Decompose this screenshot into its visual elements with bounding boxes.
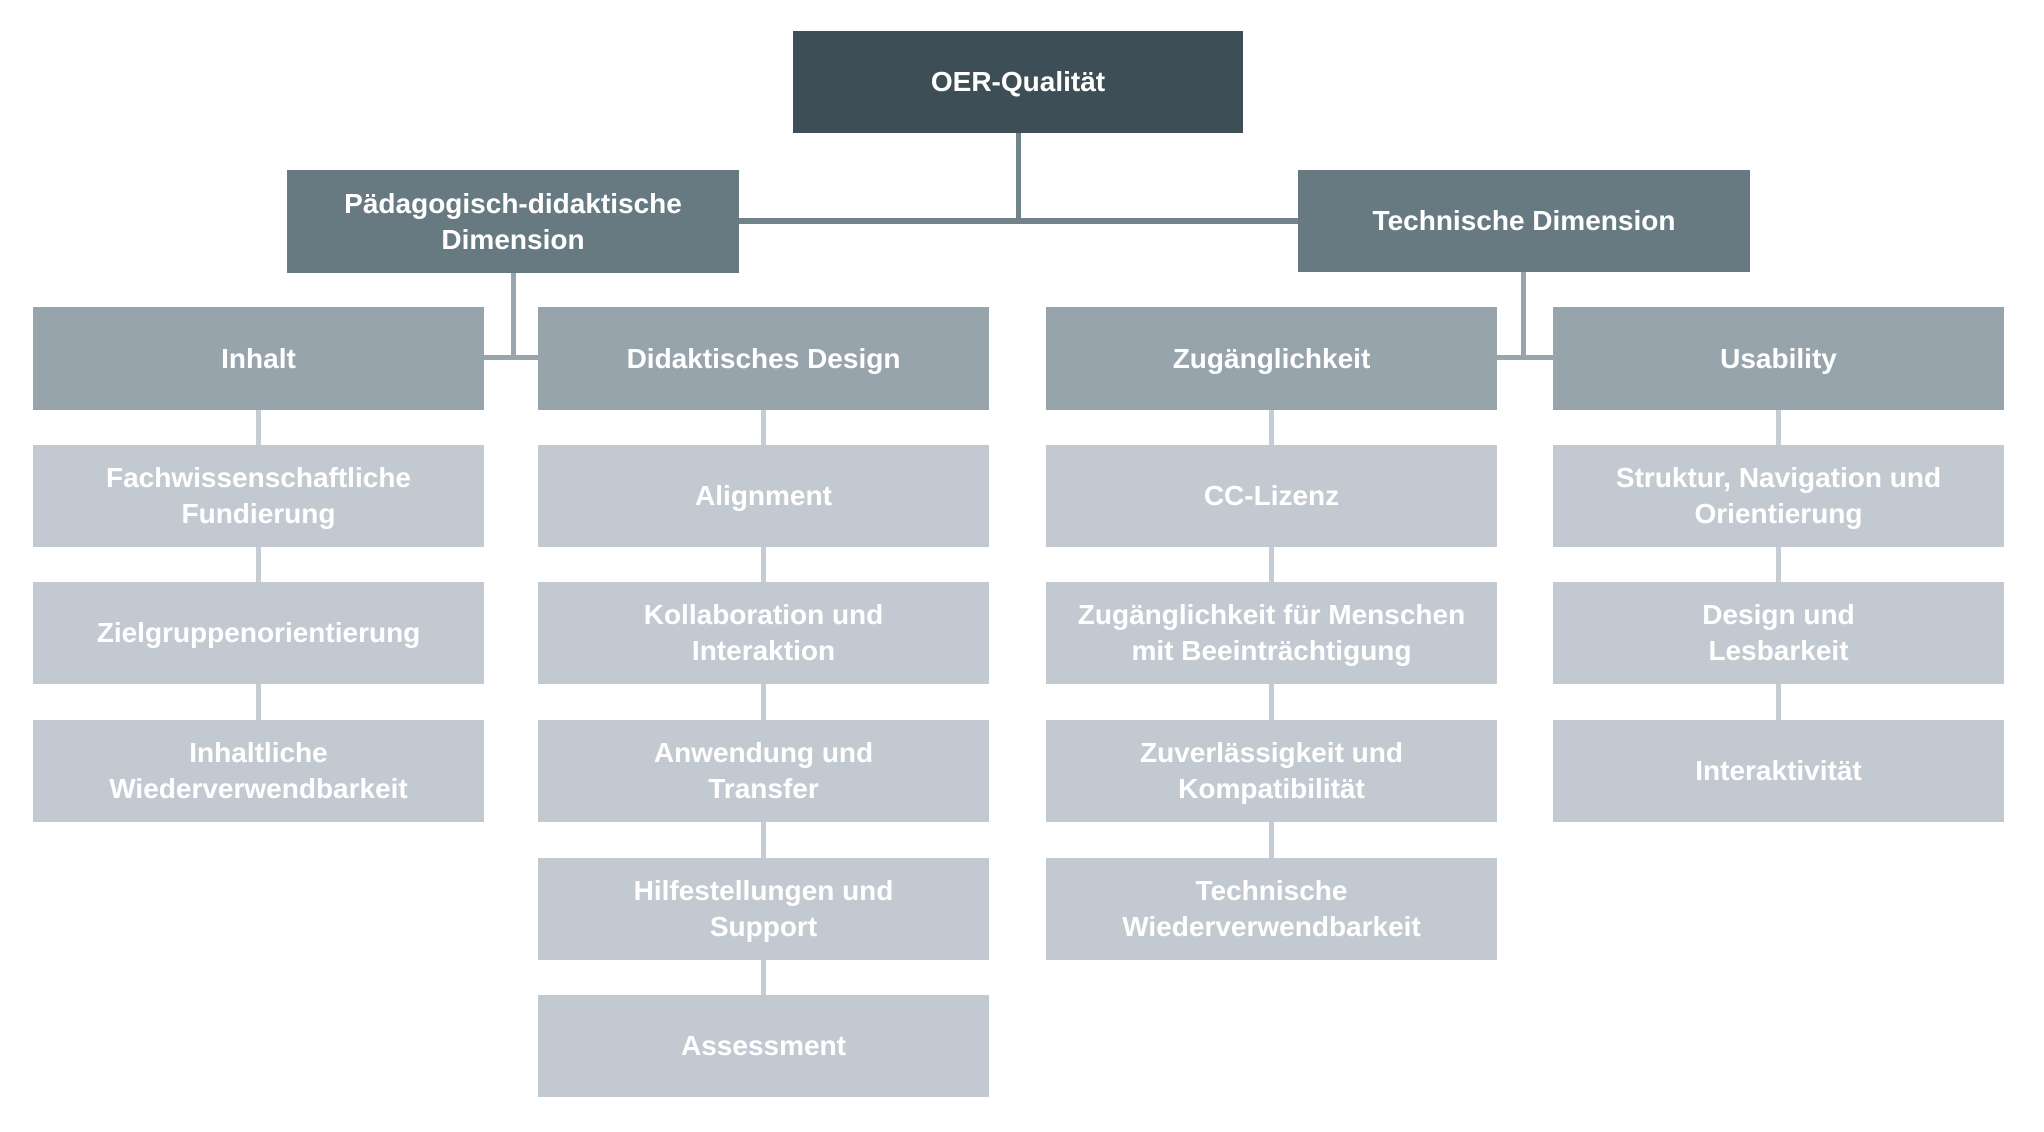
- item-node-inhaltliche-wiederverwendbarkeit: Inhaltliche Wiederverwendbarkeit: [33, 720, 484, 822]
- item-node-anwendung-und-transfer: Anwendung und Transfer: [538, 720, 989, 822]
- connector-usability-item2: [1776, 547, 1781, 583]
- connector-technische-children-horizontal: [1497, 355, 1553, 360]
- item-node-struktur-navigation-und-orientierung: Struktur, Navigation und Orientierung: [1553, 445, 2004, 547]
- connector-zugaenglichkeit-item3: [1269, 684, 1274, 720]
- connector-didaktisches-item5: [761, 960, 766, 996]
- item-node-zielgruppenorientierung: Zielgruppenorientierung: [33, 582, 484, 684]
- connector-zugaenglichkeit-item4: [1269, 822, 1274, 858]
- item-node-interaktivitaet: Interaktivität: [1553, 720, 2004, 822]
- connector-dimensions-horizontal: [739, 218, 1298, 224]
- connector-didaktisches-item4: [761, 822, 766, 858]
- category-node-zugaenglichkeit: Zugänglichkeit: [1046, 307, 1497, 410]
- connector-inhalt-item2: [256, 547, 261, 583]
- item-node-zuverlaessigkeit-und-kompatibilitaet: Zuverlässigkeit und Kompatibilität: [1046, 720, 1497, 822]
- connector-didaktisches-item3: [761, 684, 766, 720]
- dimension-node-paedagogisch-didaktische: Pädagogisch-didaktische Dimension: [287, 170, 739, 273]
- item-node-hilfestellungen-und-support: Hilfestellungen und Support: [538, 858, 989, 960]
- connector-paedagogisch-vertical: [511, 273, 516, 357]
- connector-inhalt-item1: [256, 410, 261, 446]
- connector-usability-item3: [1776, 684, 1781, 720]
- connector-zugaenglichkeit-item1: [1269, 410, 1274, 446]
- connector-didaktisches-item1: [761, 410, 766, 446]
- item-node-zugaenglichkeit-fuer-menschen-mit-beeintraechtigung: Zugänglichkeit für Menschen mit Beeinträ…: [1046, 582, 1497, 684]
- item-node-assessment: Assessment: [538, 995, 989, 1097]
- category-node-didaktisches-design: Didaktisches Design: [538, 307, 989, 410]
- item-node-fachwissenschaftliche-fundierung: Fachwissenschaftliche Fundierung: [33, 445, 484, 547]
- item-node-alignment: Alignment: [538, 445, 989, 547]
- connector-usability-item1: [1776, 410, 1781, 446]
- connector-zugaenglichkeit-item2: [1269, 547, 1274, 583]
- dimension-node-technische: Technische Dimension: [1298, 170, 1750, 272]
- item-node-technische-wiederverwendbarkeit: Technische Wiederverwendbarkeit: [1046, 858, 1497, 960]
- connector-technische-vertical: [1521, 272, 1526, 357]
- connector-root-vertical: [1016, 133, 1021, 218]
- category-node-inhalt: Inhalt: [33, 307, 484, 410]
- category-node-usability: Usability: [1553, 307, 2004, 410]
- item-node-design-und-lesbarkeit: Design und Lesbarkeit: [1553, 582, 2004, 684]
- connector-didaktisches-item2: [761, 547, 766, 583]
- item-node-kollaboration-und-interaktion: Kollaboration und Interaktion: [538, 582, 989, 684]
- connector-inhalt-item3: [256, 684, 261, 720]
- item-node-cc-lizenz: CC-Lizenz: [1046, 445, 1497, 547]
- root-node-oer-qualitaet: OER-Qualität: [793, 31, 1243, 133]
- connector-paedagogisch-children-horizontal: [484, 355, 538, 360]
